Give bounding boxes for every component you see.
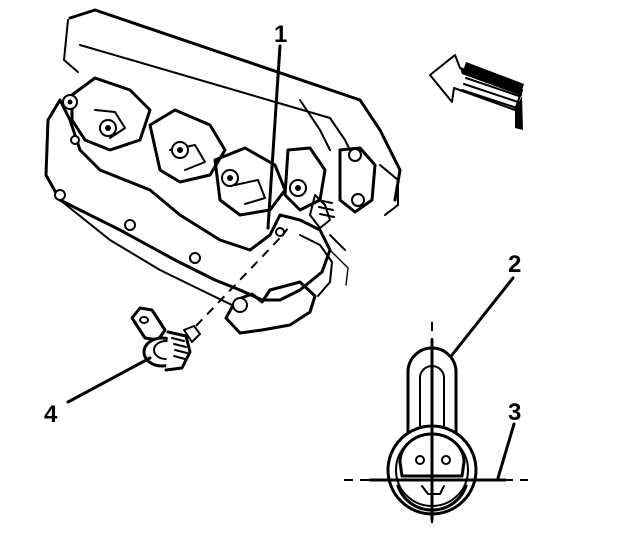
view-direction-arrow-icon xyxy=(429,54,524,130)
engine-manifold-assembly xyxy=(44,8,402,335)
callout-3: 3 xyxy=(508,399,521,426)
sensor-orientation-detail xyxy=(344,322,528,526)
manifold-bolt-icon xyxy=(54,94,239,264)
callout-2: 2 xyxy=(508,251,521,278)
installation-centerline xyxy=(195,237,281,327)
installation-centerline-top xyxy=(281,227,289,237)
callout-4: 4 xyxy=(44,401,58,428)
callout-1: 1 xyxy=(274,21,287,48)
leader-lines xyxy=(66,44,516,480)
oxygen-sensor-icon xyxy=(130,306,201,372)
